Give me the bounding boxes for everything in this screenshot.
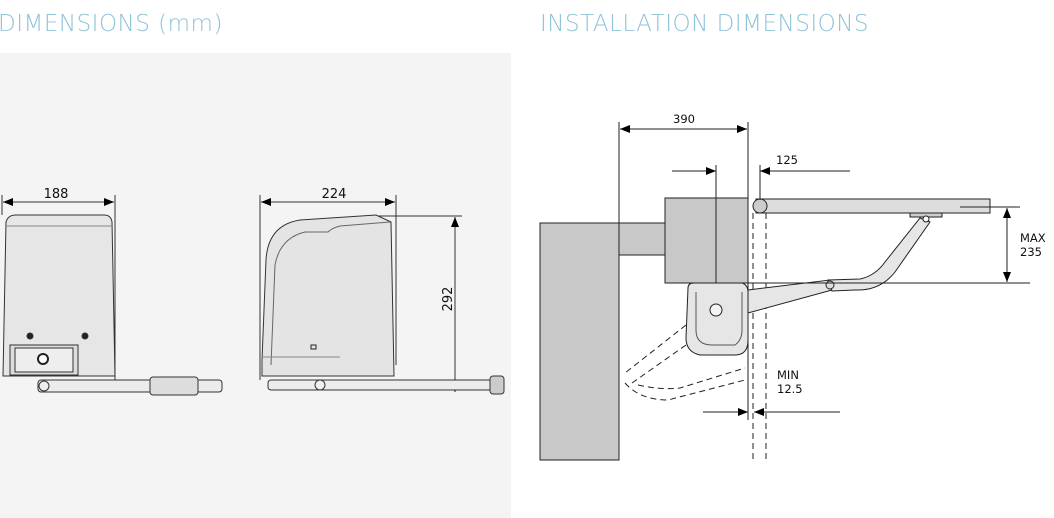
width-188-label: 188 [44, 187, 69, 202]
mount-box [664, 197, 749, 284]
height-292-label: 292 [441, 287, 456, 312]
dimensions-heading: DIMENSIONS (mm) [0, 11, 223, 37]
arm-secondary [827, 217, 931, 292]
screw-hole [81, 332, 89, 340]
min-value: 12.5 [777, 382, 803, 396]
screw-hole [26, 332, 34, 340]
arm-open-position-dashed [624, 324, 746, 401]
side-view-drawing [259, 195, 505, 395]
hinge-circle [752, 198, 768, 214]
front-view-drawing [1, 195, 223, 396]
dimension-125-label: 125 [776, 153, 798, 167]
installation-dimensions-heading: INSTALLATION DIMENSIONS [540, 11, 870, 37]
min-label: MIN [777, 368, 799, 382]
dimension-390-label: 390 [673, 112, 695, 126]
gate-leaf [755, 198, 991, 214]
depth-224-label: 224 [322, 187, 347, 202]
motor-shaft [709, 303, 723, 317]
lock-icon [37, 353, 49, 365]
arm-side [267, 379, 505, 391]
bracket [618, 222, 666, 256]
motor-body-side [261, 214, 395, 377]
motor-top-view [685, 282, 749, 356]
max-value: 235 [1020, 245, 1042, 259]
installation-drawing [539, 122, 1030, 461]
max-label: MAX [1020, 231, 1046, 245]
arm-primary [747, 279, 833, 314]
wall-pillar [539, 222, 620, 461]
